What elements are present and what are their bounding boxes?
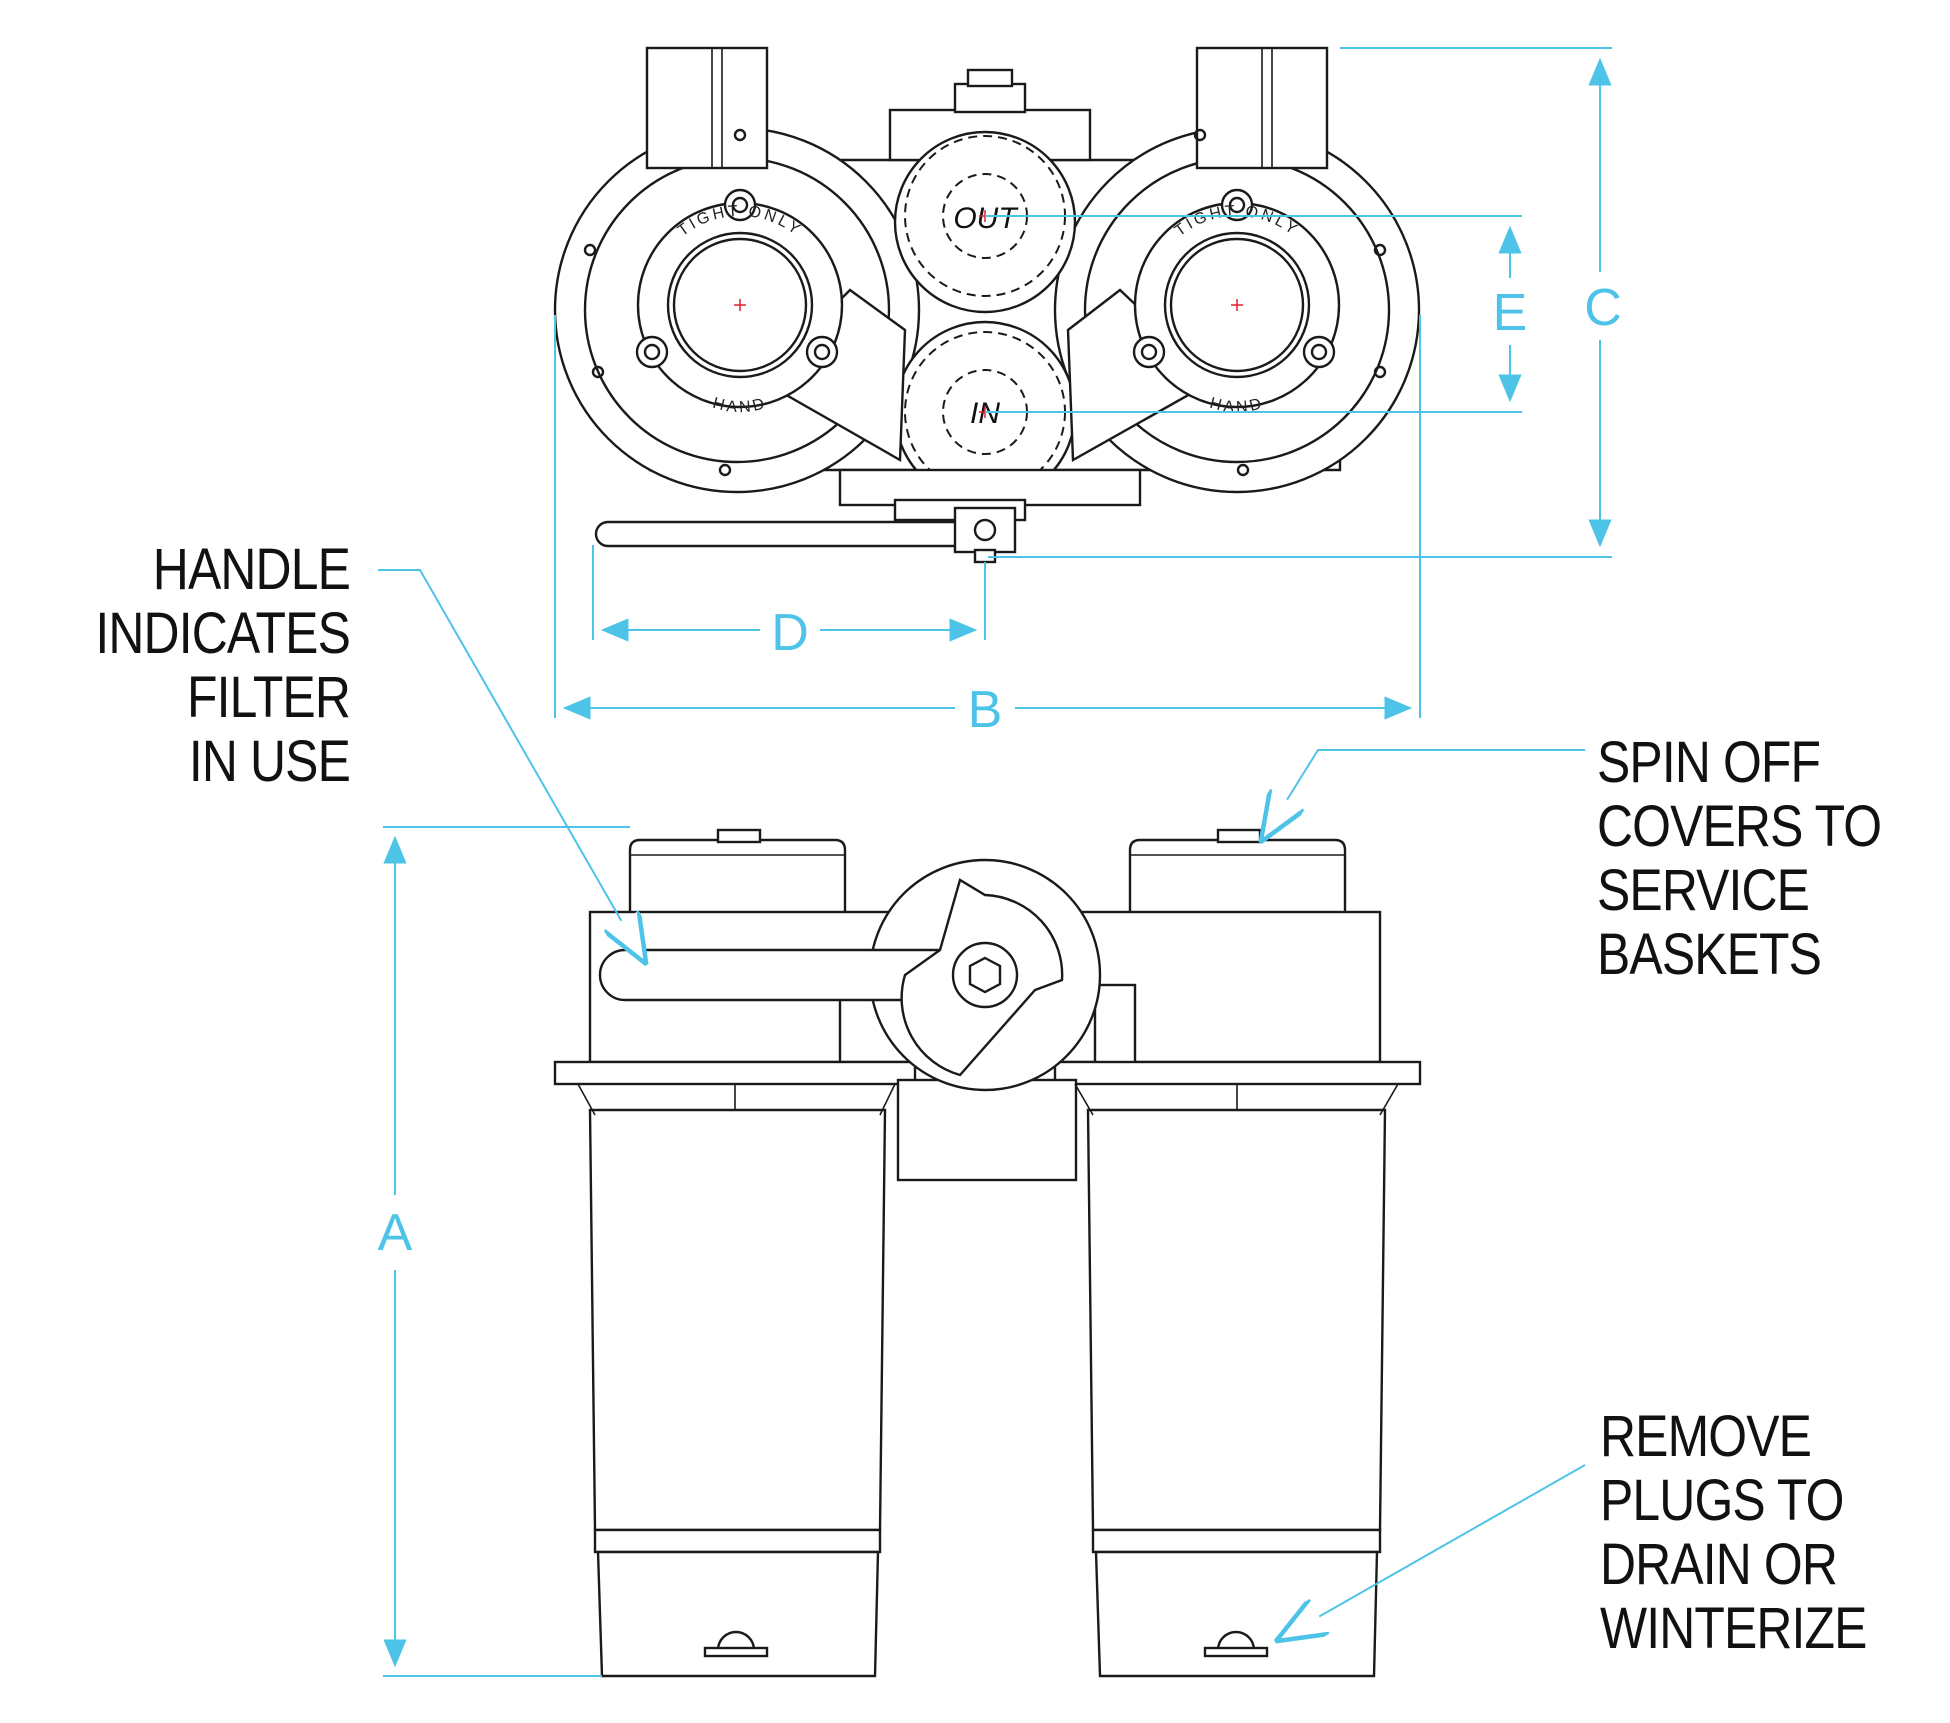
- top-view: OUT IN TIGHT ONLY HAND: [553, 46, 1421, 564]
- handle-callout: HANDLE INDICATES FILTER IN USE: [83, 538, 350, 794]
- dimension-e-label: E: [1493, 284, 1528, 342]
- hex-bolt: [968, 956, 1002, 994]
- right-ring-text-bottom: HAND: [1208, 395, 1263, 417]
- covers-leader: [1262, 749, 1585, 840]
- handle-callout-line-4: IN USE: [188, 729, 351, 794]
- left-flange: [553, 1060, 917, 1086]
- plugs-callout-line-4: WINTERIZE: [1600, 1596, 1867, 1661]
- plugs-leader: [1278, 1464, 1586, 1640]
- covers-callout-line-1: SPIN OFF: [1597, 730, 1821, 795]
- top-view-handle[interactable]: [594, 520, 962, 548]
- dimension-lines: C E D B A: [378, 47, 1622, 1677]
- covers-callout-line-4: BASKETS: [1597, 922, 1822, 987]
- handle-callout-line-1: HANDLE: [152, 537, 351, 602]
- left-bowl-base: [596, 1550, 880, 1678]
- plugs-callout: REMOVE PLUGS TO DRAIN OR WINTERIZE: [1600, 1405, 1867, 1661]
- handle-callout-line-2: INDICATES: [95, 601, 350, 666]
- left-filter-bowl: [577, 1083, 896, 1678]
- front-view: [553, 828, 1422, 1678]
- left-ring-text-bottom: HAND: [711, 395, 766, 417]
- handle-callout-line-3: FILTER: [187, 665, 351, 730]
- plugs-callout-line-2: PLUGS TO: [1600, 1468, 1844, 1533]
- right-filter-bowl: [1074, 1083, 1399, 1678]
- covers-callout: SPIN OFF COVERS TO SERVICE BASKETS: [1597, 730, 1882, 987]
- right-drain-plug[interactable]: [1203, 1646, 1269, 1658]
- plugs-callout-line-1: REMOVE: [1600, 1404, 1812, 1469]
- dimension-a-label: A: [378, 1204, 413, 1262]
- right-flange: [1053, 1060, 1422, 1086]
- covers-callout-line-3: SERVICE: [1597, 858, 1810, 923]
- left-post: [645, 46, 769, 170]
- right-spin-cover[interactable]: [1132, 188, 1341, 409]
- right-bowl-base: [1094, 1550, 1379, 1678]
- covers-callout-line-2: COVERS TO: [1597, 794, 1882, 859]
- outlet-port-label: OUT: [953, 202, 1019, 235]
- callout-leaders: [378, 569, 1586, 1640]
- dimension-b-label: B: [968, 681, 1003, 739]
- left-spin-cover[interactable]: [635, 188, 844, 409]
- left-drain-plug[interactable]: [703, 1646, 769, 1658]
- svg-text:HAND: HAND: [711, 395, 769, 417]
- dimension-d-label: D: [771, 604, 809, 662]
- center-nut: [953, 82, 1027, 114]
- left-spin-off-cover[interactable]: [628, 838, 847, 917]
- handle-leader: [378, 569, 645, 962]
- center-stem-block: [896, 1078, 1078, 1182]
- svg-text:HAND: HAND: [1208, 395, 1266, 417]
- dimension-c-label: C: [1584, 279, 1622, 337]
- plugs-callout-line-3: DRAIN OR: [1600, 1532, 1838, 1597]
- right-spin-off-cover[interactable]: [1128, 838, 1347, 917]
